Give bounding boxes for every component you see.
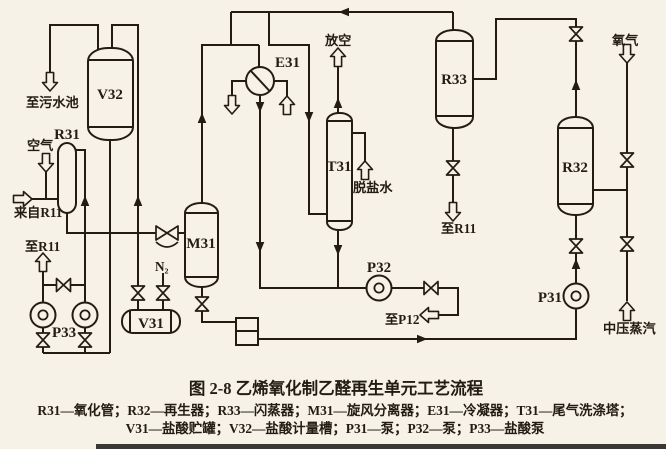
flow-arrow [571,258,581,269]
pipe-t31-feed [268,12,327,215]
label-r32: R32 [562,160,588,176]
vessel-r32 [557,116,594,216]
label-to-p12: 至P12 [385,312,420,327]
valve [423,280,439,296]
pump-p33-a [29,301,57,329]
label-mp-steam: 中压蒸汽 [603,320,657,336]
valve [619,152,635,168]
pump-p33-b [71,301,99,329]
figure-caption: 图 2-8 乙烯氧化制乙醛再生单元工艺流程 R31—氧化管；R32—再生器；R3… [37,378,632,437]
label-oxygen: 氧气 [611,32,638,48]
flow-arrow [417,334,428,344]
flow-arrow [255,102,265,113]
label-p33: P33 [52,325,76,341]
stream-labels: 至污水池 空气 来自R11 至R11 N₂ 放空 脱盐水 至R11 氧气 中压蒸… [13,32,657,336]
pipe-v32-vent [49,24,99,74]
block-arrow-to-r11-flash [444,201,462,222]
flow-arrow [80,195,90,206]
label-m31: M31 [186,236,215,252]
valve [568,238,584,254]
vessel-t31 [326,112,353,231]
pump-p31 [562,282,590,310]
flow-arrow [304,112,314,123]
vessel-r31 [57,142,77,214]
flow-arrow [333,97,343,108]
pipe-p33-suction [42,140,111,354]
valve [619,236,635,252]
label-desalted-water: 脱盐水 [353,179,393,195]
block-arrow-desalted-water [356,160,374,181]
pipe-overhead-line [231,11,454,31]
ejector-symbol [155,225,179,248]
label-v31: V31 [138,316,164,332]
label-r31: R31 [54,127,80,143]
label-t31: T31 [326,159,351,175]
pipe-desalted-water [352,132,366,161]
vessel-v32 [87,47,134,141]
equipment-labels: V32 R31 V31 M31 E31 T31 R33 R32 P33 P32 … [52,55,588,341]
vessel-r33 [435,29,474,129]
valve [445,160,461,176]
pipe-m31-riser [201,12,260,203]
valve [194,296,210,312]
label-from-r11: 来自R11 [13,204,62,220]
pipe-oxygen-steam [593,63,628,301]
pipe-p33-to-r31 [76,149,86,303]
valve [55,277,72,293]
figure-legend-line2: V31—盐酸贮罐；V32—盐酸计量槽；P31—泵；P32—泵；P33—盐酸泵 [126,420,545,437]
valve [155,285,171,301]
label-e31: E31 [275,55,300,71]
flow-arrow [333,245,343,256]
block-arrow-to-r11 [34,252,52,273]
figure-legend-line1: R31—氧化管；R32—再生器；R33—闪蒸器；M31—旋风分离器；E31—冷凝… [37,402,632,419]
block-arrow-mp-steam [618,301,636,322]
label-to-sewage: 至污水池 [26,94,79,110]
pipe-e31-coolant [231,80,288,96]
valve [35,332,51,348]
label-to-r11: 至R11 [25,239,60,254]
block-arrow-air [37,152,55,173]
valve [77,332,93,348]
label-to-r11-flash: 至R11 [441,221,476,236]
pipe-bottom-header [258,308,577,340]
pipe-p32-discharge [392,287,459,316]
flow-arrow [133,195,143,206]
pump-p32 [365,274,393,302]
figure-title: 图 2-8 乙烯氧化制乙醛再生单元工艺流程 [189,378,484,398]
equipment-group [29,29,594,346]
seal-pot [235,317,259,346]
label-air: 空气 [27,137,53,153]
block-arrow-coolant-in [278,95,296,116]
flow-arrow [571,79,581,90]
condenser-e31 [245,66,275,96]
pipe-e31-condensate [259,95,366,289]
block-arrow-coolant-out [223,94,241,115]
scan-edge-bar [96,444,666,449]
flow-arrow [197,112,207,123]
label-p31: P31 [538,290,562,306]
label-n2: N₂ [155,259,169,274]
label-r33: R33 [441,72,467,88]
valve [568,26,584,42]
label-v32: V32 [97,87,123,103]
valve [130,285,146,301]
block-arrow-vent [329,47,347,68]
label-vent: 放空 [324,32,351,48]
flow-arrow [338,7,349,17]
pipe-m31-bottom [201,287,236,323]
vessel-v31 [121,309,181,334]
pipe-r32-to-r33 [473,18,577,117]
block-arrow-to-sewage [41,71,59,92]
block-arrow-to-p12 [419,306,440,324]
vessel-m31 [184,202,219,288]
label-p32: P32 [367,260,391,276]
flow-arrow [255,242,265,253]
